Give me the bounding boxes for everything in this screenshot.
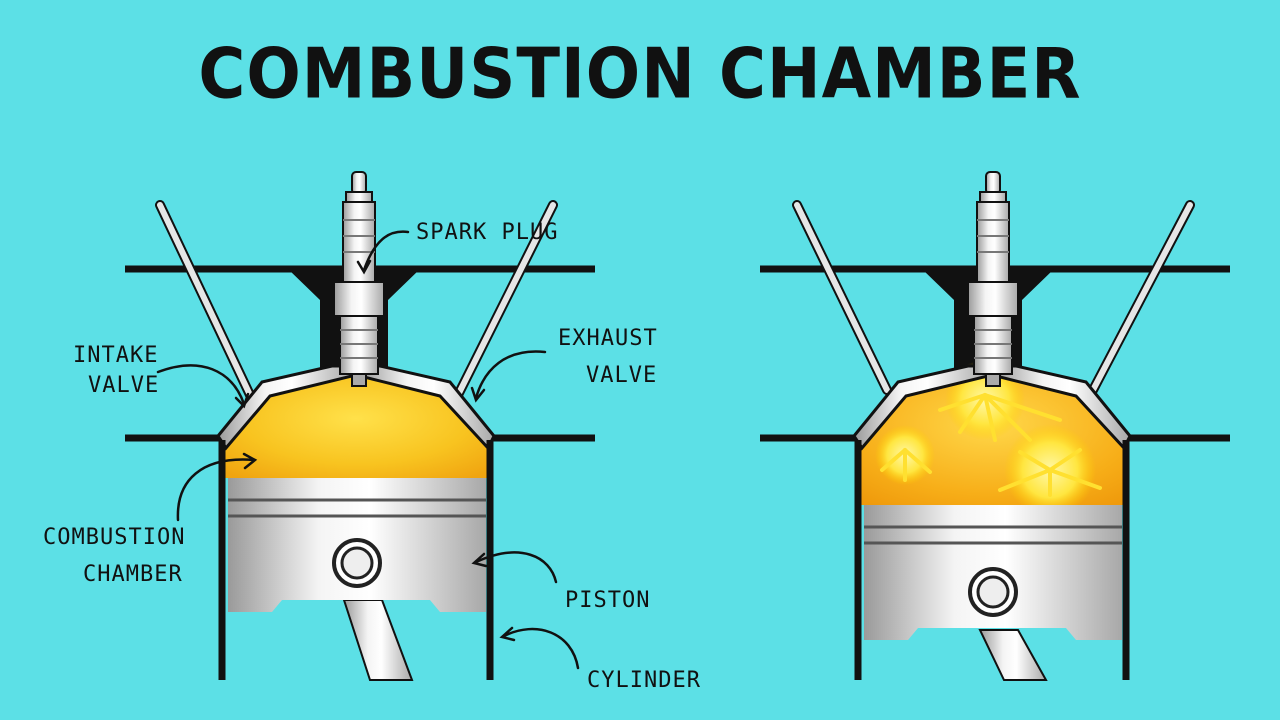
intake-valve-stem xyxy=(157,202,253,398)
arrow-cylinder xyxy=(502,627,580,670)
label-combustion-chamber-line1: COMBUSTION xyxy=(43,525,186,550)
piston-right xyxy=(864,505,1122,681)
label-exhaust-valve-line1: EXHAUST xyxy=(558,326,658,351)
fuel-mixture xyxy=(222,370,490,478)
arrow-piston xyxy=(474,551,558,584)
intake-valve-stem-right xyxy=(794,202,890,393)
label-intake-valve-line1: INTAKE xyxy=(73,343,159,368)
piston xyxy=(228,478,486,681)
label-intake-valve-line2: VALVE xyxy=(88,373,160,398)
arrow-spark-plug xyxy=(362,230,410,272)
page-title: COMBUSTION CHAMBER xyxy=(198,35,1082,115)
engine-after-ignition xyxy=(760,171,1230,681)
label-combustion-chamber-line2: CHAMBER xyxy=(83,562,183,587)
arrow-exhaust-valve xyxy=(474,350,547,400)
label-exhaust-valve-line2: VALVE xyxy=(586,363,658,388)
spark-plug-right xyxy=(967,171,1019,387)
arrow-intake-valve xyxy=(156,364,246,406)
label-spark-plug: SPARK PLUG xyxy=(416,220,559,245)
exhaust-valve-stem xyxy=(455,202,556,398)
engine-before-ignition xyxy=(125,171,595,681)
connecting-rod xyxy=(342,599,414,681)
arrow-combustion-chamber xyxy=(176,458,256,522)
label-piston: PISTON xyxy=(565,588,651,613)
flame-arrows xyxy=(880,393,1102,497)
spark-plug xyxy=(333,171,385,387)
exhaust-valve-stem-right xyxy=(1090,202,1193,393)
label-cylinder: CYLINDER xyxy=(587,668,701,693)
